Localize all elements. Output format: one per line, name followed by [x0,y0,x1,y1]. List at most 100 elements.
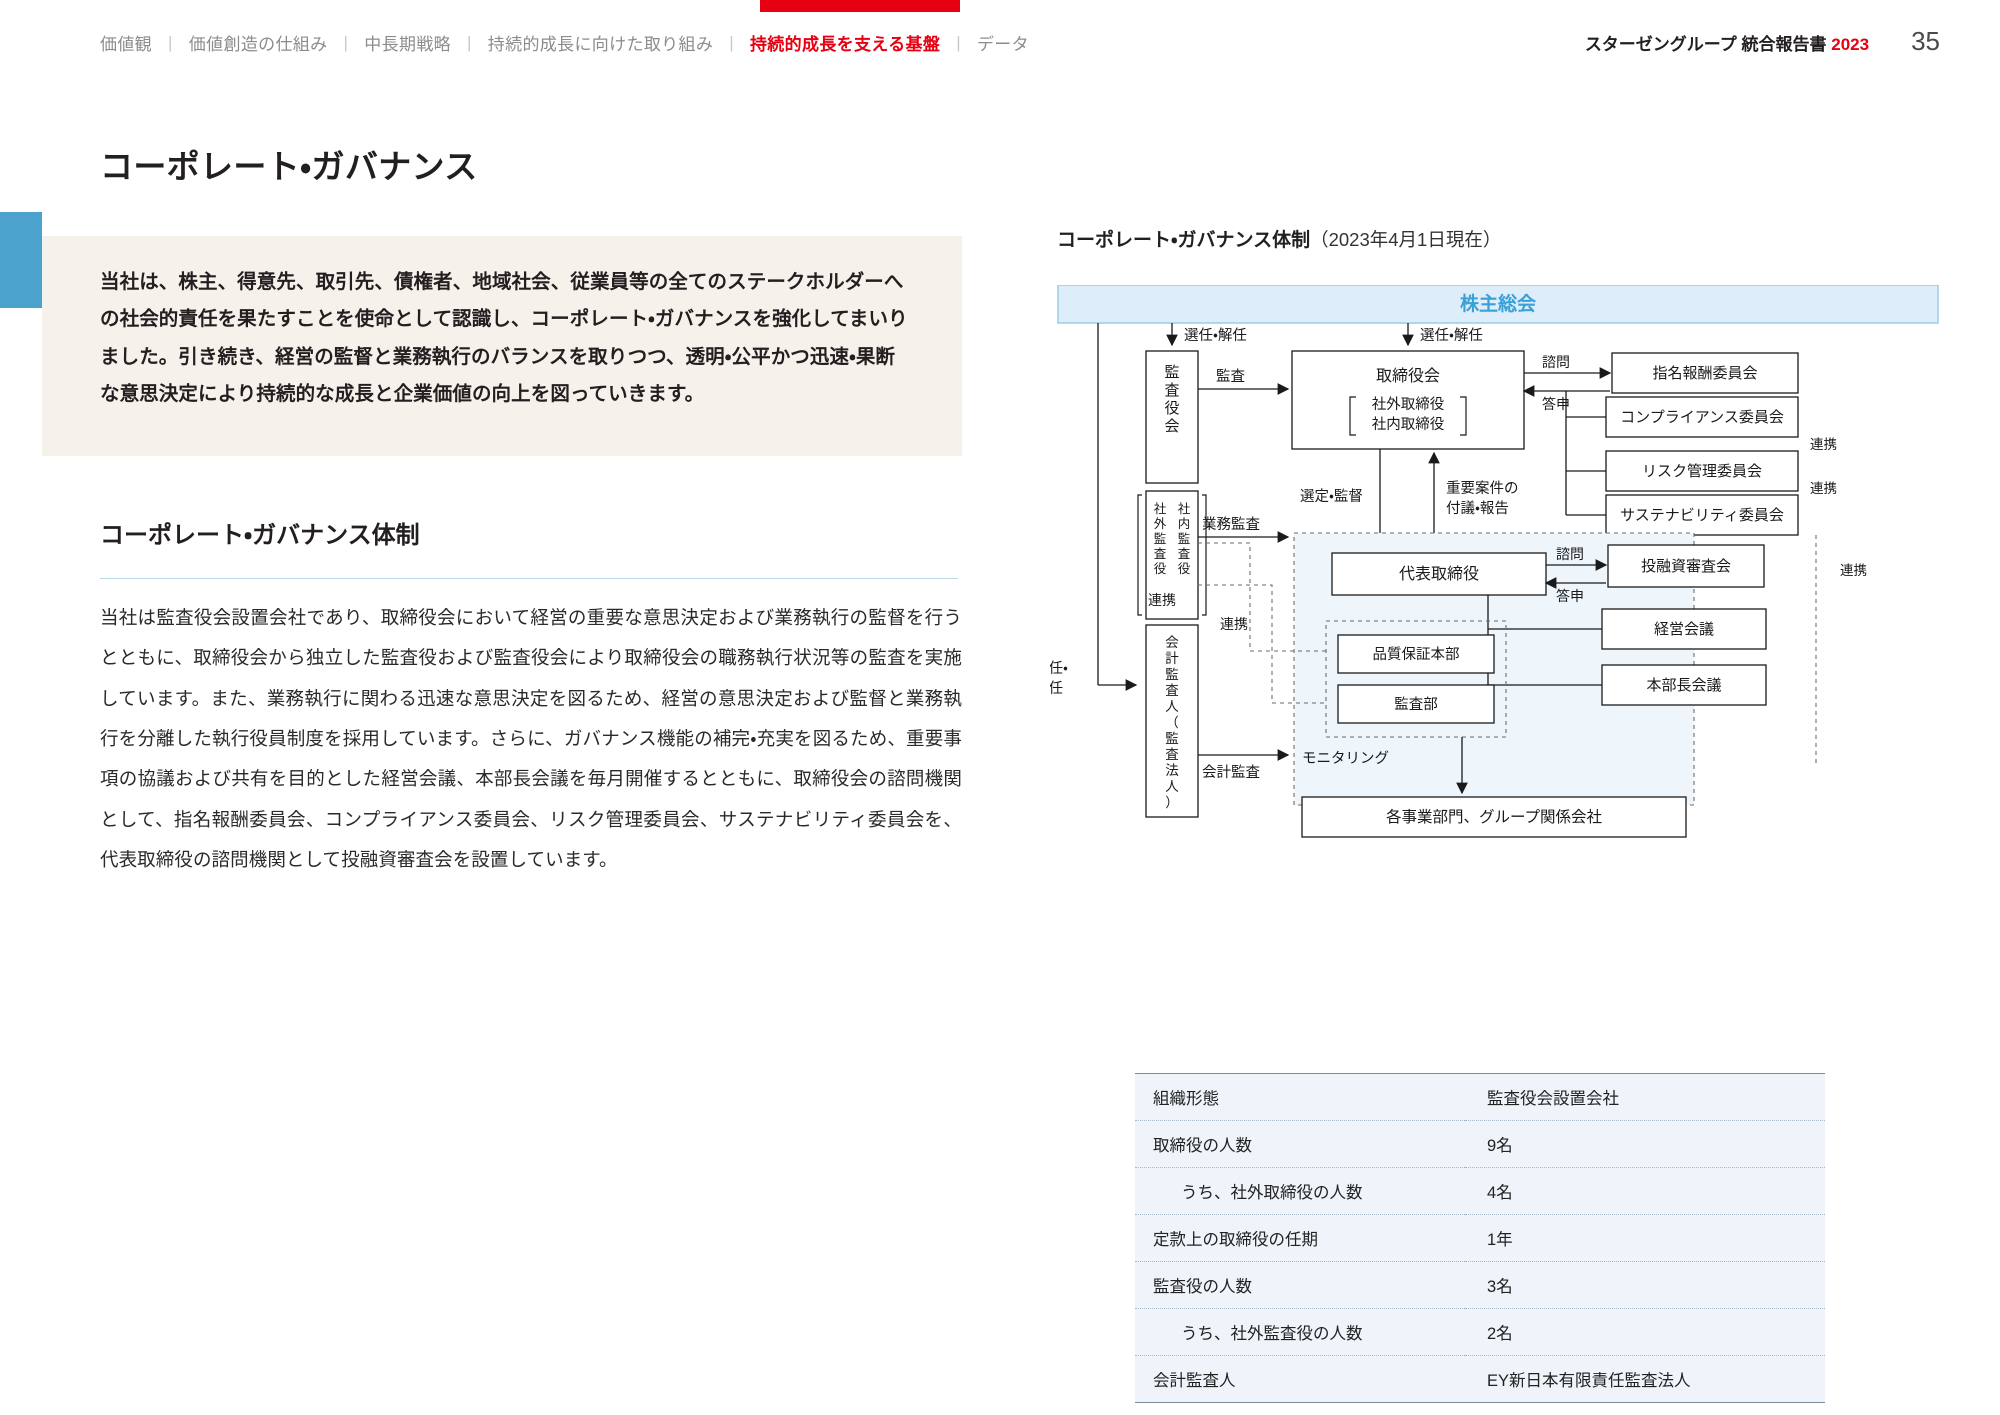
edge-cooperation-auditor-1: 連携 [1148,592,1176,608]
fact-value: 監査役会設置会社 [1465,1073,1825,1121]
label-business-divisions: 各事業部門、グループ関係会社 [1386,808,1603,826]
edge-business-audit: 業務監査 [1202,516,1260,533]
node-sustainability-committee [1605,494,1799,536]
edge-consult-2: 諮問 [1556,546,1584,562]
label-risk-management-committee: リスク管理委員会 [1642,462,1762,480]
edge-appoint-dismiss-left: 選任・解任 [1050,660,1068,697]
fact-value: 9名 [1465,1120,1825,1168]
report-brand: スターゼングループ 統合報告書 2023 [1585,30,1869,55]
node-audit-department [1337,684,1495,724]
edge-appoint-dismiss-2: 選任・解任 [1420,327,1483,344]
brand-year: 2023 [1831,35,1870,54]
edge-accounting-audit: 会計監査 [1202,764,1260,781]
node-audit-supervisory-board [1145,350,1199,484]
label-audit-supervisory-board: 監査役会 [1164,364,1179,435]
label-board-of-directors: 取締役会 [1376,367,1440,385]
node-board-of-directors [1291,350,1525,450]
fact-value: EY新日本有限責任監査法人 [1465,1355,1825,1403]
section-title: コーポレート・ガバナンス体制 [100,522,420,549]
node-management-meeting [1601,608,1767,650]
nav-item-4[interactable]: 持続的成長を支える基盤 [749,35,941,54]
fact-key: 取締役の人数 [1135,1120,1465,1168]
fact-value: 2名 [1465,1308,1825,1356]
diagram-title-date: （2023年4月1日現在） [1310,229,1502,250]
fact-key: 会計監査人 [1135,1355,1465,1403]
table-row: 組織形態監査役会設置会社 [1135,1073,1825,1121]
label-division-heads-meeting: 本部長会議 [1646,676,1721,694]
fact-value: 1年 [1465,1214,1825,1262]
section-rule [100,578,958,579]
edge-appoint-dismiss-1: 選任・解任 [1184,327,1247,344]
nav-item-3[interactable]: 持続的成長に向けた取り組み [487,35,714,54]
nav-separator: | [343,32,349,52]
edge-monitoring: モニタリング [1302,750,1389,767]
nav-separator: | [729,32,734,52]
label-inside-director: 社内取締役 [1372,416,1445,433]
label-investment-loan-committee: 投融資審査会 [1641,558,1731,575]
edge-cooperation-committee-2: 連携 [1810,481,1837,496]
node-business-divisions [1301,796,1687,838]
label-accounting-auditor: 会計監査人（監査法人） [1165,635,1179,810]
label-representative-director: 代表取締役 [1399,565,1479,583]
fact-value: 4名 [1465,1167,1825,1215]
breadcrumb-nav: 価値観 | 価値創造の仕組み | 中長期戦略 | 持続的成長に向けた取り組み | 持続的成長を支… [100,30,1029,55]
governance-diagram: 株主総会 選任・解任 選任・解任 監査役会 社外監査役 社内監査役 [1050,285,1950,1045]
nav-item-1[interactable]: 価値創造の仕組み [188,35,328,54]
node-investment-loan-committee [1607,544,1765,588]
node-representative-director [1331,552,1547,596]
fact-key: 定款上の取締役の任期 [1135,1214,1465,1262]
edge-consult-1: 諮問 [1542,354,1570,370]
label-nomination-remuneration-committee: 指名報酬委員会 [1652,365,1757,382]
nav-item-5[interactable]: データ [976,35,1029,54]
node-auditors-composition [1145,490,1199,620]
red-section-tab [760,0,960,12]
node-risk-management-committee [1605,450,1799,492]
edge-important-matters: 重要案件の付議・報告 [1446,480,1519,517]
label-compliance-committee: コンプライアンス委員会 [1620,409,1784,426]
page-number: 35 [1911,26,1940,56]
label-shareholders-meeting: 株主総会 [1460,292,1537,315]
nav-separator: | [168,32,173,52]
node-shareholders-meeting [1057,285,1939,324]
statement-box: 当社は、株主、得意先、取引先、債権者、地域社会、従業員等の全てのステークホルダー… [42,236,962,456]
edge-cooperation-exec: 連携 [1840,563,1867,578]
nav-item-2[interactable]: 中長期戦略 [364,35,451,54]
fact-key: 監査役の人数 [1135,1261,1465,1309]
node-quality-assurance-hq [1337,634,1495,674]
node-accounting-auditor [1145,624,1199,818]
node-nomination-remuneration-committee [1611,352,1799,394]
edge-cooperation-auditor-2: 連携 [1220,616,1248,632]
header-right: スターゼングループ 統合報告書 2023 35 [1585,26,1940,57]
body-paragraph: 当社は監査役会設置会社であり、取締役会において経営の重要な意思決定および業務執行… [100,607,962,870]
label-quality-assurance-hq: 品質保証本部 [1373,645,1460,663]
label-outside-auditor: 社外監査役 [1154,501,1167,576]
edge-report-1: 答申 [1542,396,1570,412]
label-sustainability-committee: サステナビリティ委員会 [1620,507,1784,524]
edge-report-2: 答申 [1556,588,1584,604]
group-internal-control [1325,620,1507,738]
diagram-title-main: コーポレート・ガバナンス体制 [1057,230,1311,251]
fact-key: 組織形態 [1135,1073,1465,1121]
diagram-title: コーポレート・ガバナンス体制（2023年4月1日現在） [1057,225,1501,252]
fact-key: うち、社外取締役の人数 [1135,1167,1465,1215]
fact-key: うち、社外監査役の人数 [1135,1308,1465,1356]
edge-audit: 監査 [1216,368,1245,385]
nav-item-0[interactable]: 価値観 [100,35,153,54]
nav-separator: | [467,32,472,52]
label-audit-department: 監査部 [1394,696,1438,713]
node-compliance-committee [1605,396,1799,438]
nav-separator: | [956,32,961,52]
accent-bar [0,212,42,308]
statement-text: 当社は、株主、得意先、取引先、債権者、地域社会、従業員等の全てのステークホルダー… [100,271,908,406]
edge-cooperation-committee-1: 連携 [1810,437,1837,452]
label-management-meeting: 経営会議 [1654,620,1714,638]
label-inside-auditor: 社内監査役 [1178,501,1191,576]
